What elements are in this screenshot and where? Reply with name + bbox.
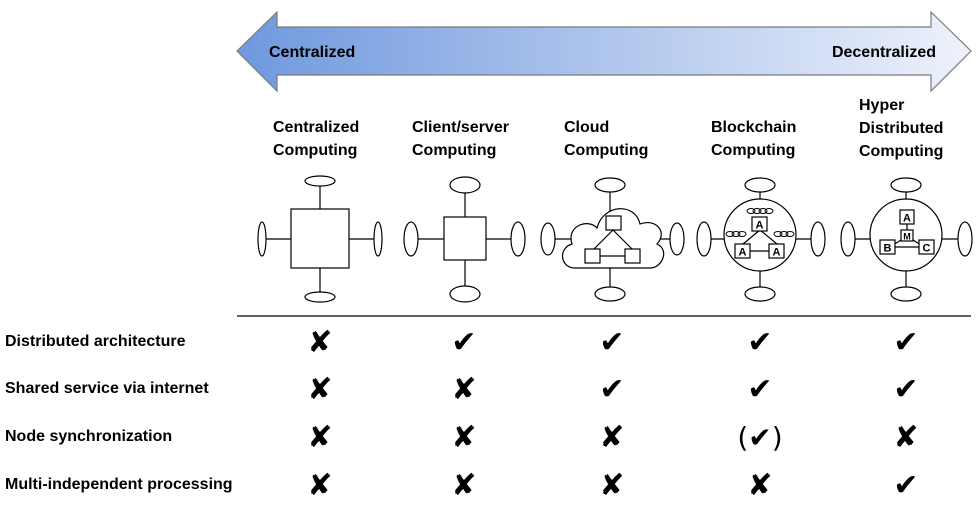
arrow-left-label: Centralized — [269, 44, 355, 61]
check-icon: ✔ — [893, 325, 919, 360]
chain-link-icon — [746, 208, 774, 214]
check-icon: ✔ — [747, 372, 773, 407]
check-icon: ✔ — [893, 468, 919, 503]
cross-icon: ✘ — [451, 372, 477, 407]
blockchain-node-a-top: A — [756, 220, 764, 232]
cross-icon: ✘ — [307, 468, 333, 503]
column-title-hyper-distributed: Hyper Distributed Computing — [859, 97, 944, 160]
centralized-server-icon — [257, 175, 383, 303]
row-label-multi-independent-processing: Multi-independent processing — [5, 476, 233, 493]
hyper-node-m: M — [903, 232, 911, 242]
column-title-centralized: Centralized Computing — [273, 119, 360, 159]
partial-check-icon: (✔) — [737, 421, 783, 454]
hyper-distributed-network-icon: A M B C — [840, 177, 973, 302]
cross-icon: ✘ — [307, 325, 333, 360]
cross-icon: ✘ — [451, 420, 477, 455]
blockchain-node-a-right: A — [773, 247, 781, 259]
cross-icon: ✘ — [747, 468, 773, 503]
cross-icon: ✘ — [451, 468, 477, 503]
centralized-decentralized-arrow — [236, 10, 972, 93]
blockchain-network-icon: A A A — [696, 177, 826, 302]
hyper-node-b: B — [884, 243, 892, 255]
cross-icon: ✘ — [599, 420, 625, 455]
row-label-node-synchronization: Node synchronization — [5, 428, 173, 445]
hyper-node-a: A — [903, 213, 911, 225]
column-title-cloud: Cloud Computing — [564, 119, 649, 159]
cross-icon: ✘ — [599, 468, 625, 503]
chain-link-icon — [773, 231, 795, 237]
arrow-right-label: Decentralized — [832, 44, 936, 61]
cross-icon: ✘ — [307, 420, 333, 455]
chain-link-icon — [725, 231, 747, 237]
row-label-distributed-architecture: Distributed architecture — [5, 333, 186, 350]
cross-icon: ✘ — [307, 372, 333, 407]
check-icon: ✔ — [747, 325, 773, 360]
column-title-blockchain: Blockchain Computing — [711, 119, 797, 159]
check-icon: ✔ — [599, 372, 625, 407]
cross-icon: ✘ — [893, 420, 919, 455]
hyper-node-c: C — [923, 243, 931, 255]
column-title-client-server: Client/server Computing — [412, 119, 509, 159]
blockchain-node-a-left: A — [739, 247, 747, 259]
cloud-icon — [540, 177, 685, 302]
row-label-shared-service: Shared service via internet — [5, 380, 209, 397]
check-icon: ✔ — [599, 325, 625, 360]
client-server-icon — [403, 176, 526, 303]
check-icon: ✔ — [893, 372, 919, 407]
check-icon: ✔ — [451, 325, 477, 360]
